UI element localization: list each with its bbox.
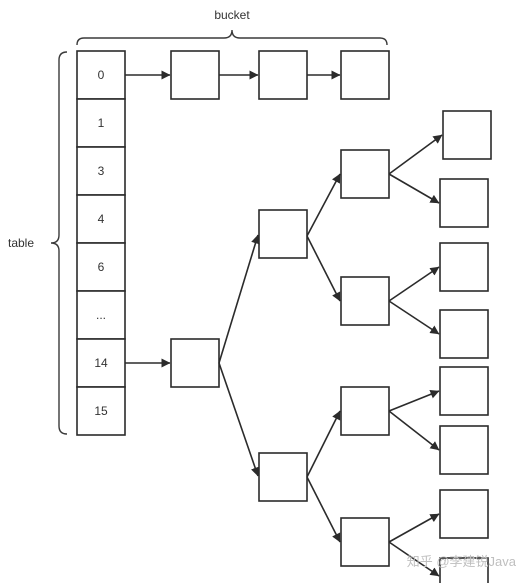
arrow bbox=[388, 134, 443, 175]
tree-node bbox=[170, 338, 220, 388]
table-index-label: 3 bbox=[98, 164, 105, 178]
tree-node bbox=[258, 452, 308, 502]
tree-node bbox=[439, 557, 489, 583]
linked-list bbox=[125, 50, 390, 100]
arrow bbox=[388, 513, 440, 543]
bucket-brace bbox=[76, 29, 388, 46]
table-label: table bbox=[8, 236, 34, 250]
tree-node bbox=[442, 110, 492, 160]
tree-node bbox=[439, 425, 489, 475]
arrow bbox=[306, 410, 341, 478]
tree-node bbox=[258, 209, 308, 259]
table-index-label: 15 bbox=[94, 404, 108, 418]
tree-node bbox=[439, 489, 489, 539]
arrow bbox=[388, 410, 440, 451]
list-node bbox=[340, 50, 390, 100]
table-index-label: 6 bbox=[98, 260, 105, 274]
arrow bbox=[388, 541, 440, 577]
table-cell bbox=[76, 194, 126, 244]
table-cell bbox=[76, 50, 126, 100]
arrow bbox=[388, 266, 440, 302]
list-node bbox=[258, 50, 308, 100]
table-index-label: 0 bbox=[98, 68, 105, 82]
tree-node bbox=[439, 178, 489, 228]
table-index-label: 4 bbox=[98, 212, 105, 226]
tree-node bbox=[439, 366, 489, 416]
table-cell bbox=[76, 290, 126, 340]
table-index-label: 1 bbox=[98, 116, 105, 130]
table-cell bbox=[76, 386, 126, 436]
bucket-label: bucket bbox=[214, 8, 250, 22]
arrow bbox=[388, 389, 440, 412]
tree-node bbox=[340, 517, 390, 567]
table-index-label: ... bbox=[96, 308, 106, 322]
watermark-text: 知乎 @李建锐Java bbox=[407, 554, 517, 569]
arrow bbox=[306, 235, 341, 302]
table-column: 0 1 3 4 6 ... 14 15 bbox=[76, 50, 126, 436]
arrow bbox=[218, 234, 260, 364]
tree-node bbox=[439, 309, 489, 359]
arrow bbox=[388, 173, 440, 204]
arrow bbox=[388, 300, 440, 335]
tree-node bbox=[439, 242, 489, 292]
table-index-label: 14 bbox=[94, 356, 108, 370]
table-brace bbox=[50, 51, 68, 435]
arrow bbox=[218, 362, 260, 477]
tree-node bbox=[340, 276, 390, 326]
arrow bbox=[306, 476, 341, 543]
tree-node bbox=[340, 386, 390, 436]
red-black-tree bbox=[125, 110, 492, 583]
arrow bbox=[306, 173, 341, 237]
list-node bbox=[170, 50, 220, 100]
tree-node bbox=[340, 149, 390, 199]
